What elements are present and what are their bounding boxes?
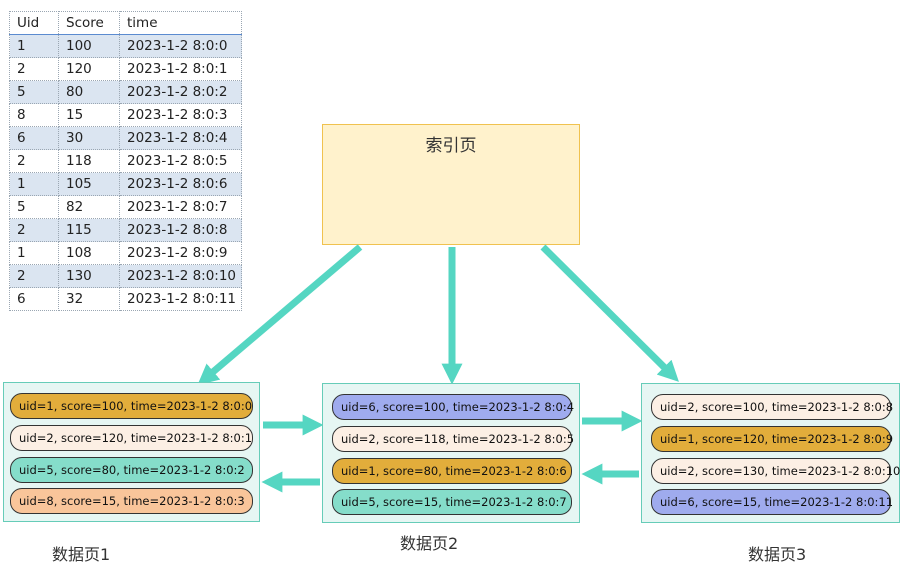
cell-time: 2023-1-2 8:0:4 bbox=[119, 126, 242, 150]
column-header-time: time bbox=[119, 11, 242, 35]
data-page-1-label: 数据页1 bbox=[52, 545, 111, 564]
arrow-index-to-page3 bbox=[540, 244, 679, 382]
cell-time: 2023-1-2 8:0:8 bbox=[119, 218, 242, 242]
data-page-3: uid=2, score=100, time=2023-1-2 8:0:8 ui… bbox=[641, 383, 900, 523]
cell-uid: 1 bbox=[9, 34, 59, 58]
record: uid=1, score=120, time=2023-1-2 8:0:9 bbox=[651, 426, 893, 452]
cell-score: 118 bbox=[58, 149, 120, 173]
cell-score: 120 bbox=[58, 57, 120, 81]
index-page: 索引页 bbox=[322, 124, 580, 245]
record: uid=1, score=80, time=2023-1-2 8:0:6 bbox=[332, 458, 572, 484]
cell-uid: 6 bbox=[9, 287, 59, 311]
cell-score: 82 bbox=[58, 195, 120, 219]
cell-time: 2023-1-2 8:0:6 bbox=[119, 172, 242, 196]
cell-time: 2023-1-2 8:0:0 bbox=[119, 34, 242, 58]
data-page-2: uid=6, score=100, time=2023-1-2 8:0:4 ui… bbox=[322, 383, 580, 523]
cell-score: 15 bbox=[58, 103, 120, 127]
cell-time: 2023-1-2 8:0:7 bbox=[119, 195, 242, 219]
cell-score: 30 bbox=[58, 126, 120, 150]
cell-time: 2023-1-2 8:0:9 bbox=[119, 241, 242, 265]
record: uid=8, score=15, time=2023-1-2 8:0:3 bbox=[10, 488, 253, 514]
cell-uid: 5 bbox=[9, 80, 59, 104]
record: uid=2, score=130, time=2023-1-2 8:0:10 bbox=[651, 458, 900, 484]
cell-uid: 5 bbox=[9, 195, 59, 219]
column-header-uid: Uid bbox=[9, 11, 59, 35]
cell-time: 2023-1-2 8:0:11 bbox=[119, 287, 242, 311]
index-page-title: 索引页 bbox=[425, 136, 477, 156]
cell-score: 130 bbox=[58, 264, 120, 288]
cell-time: 2023-1-2 8:0:1 bbox=[119, 57, 242, 81]
record: uid=2, score=120, time=2023-1-2 8:0:1 bbox=[10, 425, 253, 451]
cell-score: 80 bbox=[58, 80, 120, 104]
record: uid=5, score=80, time=2023-1-2 8:0:2 bbox=[10, 457, 253, 483]
record: uid=5, score=15, time=2023-1-2 8:0:7 bbox=[332, 489, 572, 515]
record: uid=2, score=100, time=2023-1-2 8:0:8 bbox=[651, 394, 893, 420]
cell-score: 108 bbox=[58, 241, 120, 265]
cell-uid: 1 bbox=[9, 172, 59, 196]
record: uid=6, score=100, time=2023-1-2 8:0:4 bbox=[332, 394, 574, 420]
data-page-2-label: 数据页2 bbox=[400, 534, 459, 553]
record: uid=2, score=118, time=2023-1-2 8:0:5 bbox=[332, 426, 574, 452]
data-page-1: uid=1, score=100, time=2023-1-2 8:0:0 ui… bbox=[3, 382, 260, 522]
table-header-row: Uid Score time bbox=[9, 11, 242, 35]
data-page-3-label: 数据页3 bbox=[748, 545, 807, 564]
record: uid=1, score=100, time=2023-1-2 8:0:0 bbox=[10, 393, 253, 419]
record: uid=6, score=15, time=2023-1-2 8:0:11 bbox=[651, 489, 893, 515]
arrow-index-to-page1 bbox=[197, 244, 363, 386]
cell-time: 2023-1-2 8:0:2 bbox=[119, 80, 242, 104]
cell-score: 100 bbox=[58, 34, 120, 58]
